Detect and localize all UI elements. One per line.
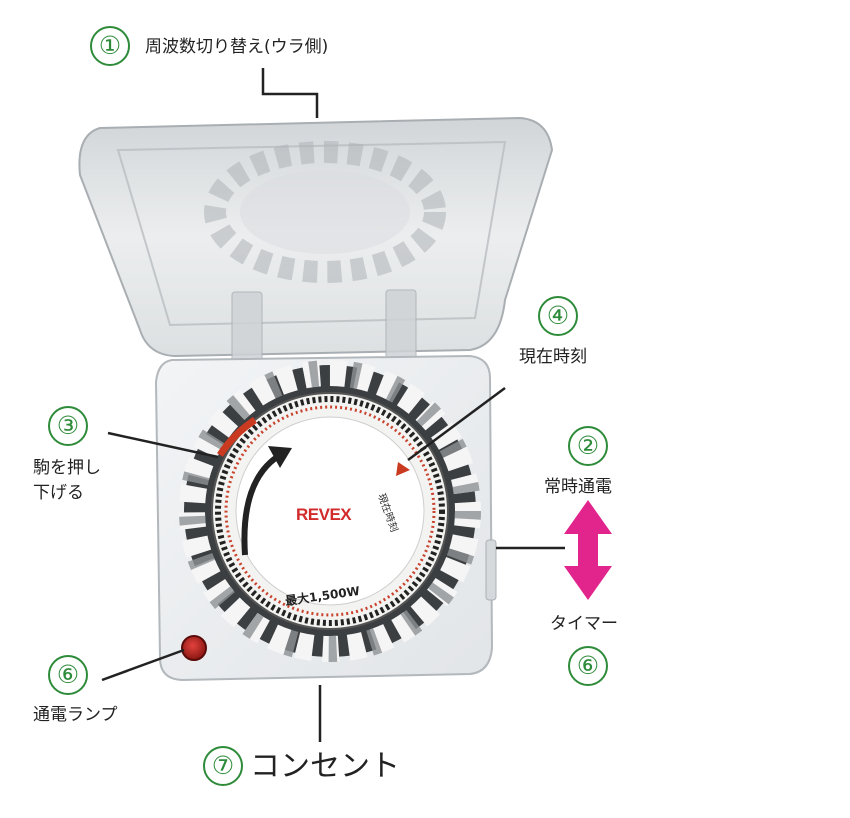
annotation-6-lamp-badge: ⑥: [48, 655, 88, 695]
annotation-frequency-label: 周波数切り替え(ウラ側): [145, 37, 329, 57]
annotation-current-time-label: 現在時刻: [519, 347, 587, 367]
annotation-6-timer-badge: ⑥: [568, 646, 608, 686]
annotation-timer-label: タイマー: [550, 614, 618, 634]
annotation-4-badge: ④: [538, 296, 578, 336]
peg-label-line1: 駒を押し: [33, 458, 101, 478]
peg-label-line2: 下げる: [33, 482, 84, 503]
annotation-lamp-label: 通電ランプ: [33, 705, 118, 725]
leader-lines: [101, 68, 565, 742]
timer-dial[interactable]: 現在時刻: [179, 360, 481, 662]
annotation-3-badge: ③: [48, 406, 88, 446]
mode-switch-arrow-icon: [564, 500, 612, 600]
power-lamp-icon: [181, 635, 207, 661]
clear-lid[interactable]: [78, 116, 554, 373]
annotation-outlet-label: コンセント: [250, 749, 400, 784]
annotation-peg-label: 駒を押し 下げる: [33, 456, 101, 505]
brand-logo: REVEX: [296, 505, 352, 524]
annotation-2-badge: ②: [568, 426, 608, 466]
annotation-7-badge: ⑦: [203, 746, 243, 786]
annotation-always-on-label: 常時通電: [544, 477, 612, 497]
annotation-1-badge: ①: [90, 26, 130, 66]
